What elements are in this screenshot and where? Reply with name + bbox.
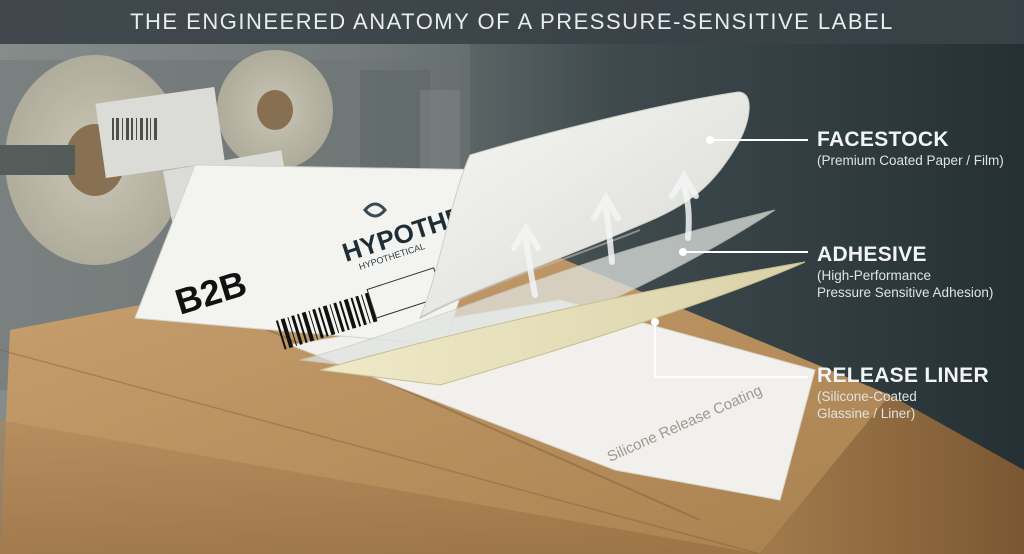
facestock-sheet (418, 91, 750, 320)
arrow-up-icon-2 (591, 192, 621, 265)
callout-adhesive-desc-2: Pressure Sensitive Adhesion) (817, 285, 994, 300)
callout-release-title: RELEASE LINER (817, 364, 989, 387)
arrow-up-icon-1 (511, 222, 541, 298)
callout-adhesive: ADHESIVE (High-Performance Pressure Sens… (817, 243, 993, 301)
dot-release (651, 318, 659, 326)
peel-arrows (511, 170, 699, 298)
dot-adhesive (679, 248, 687, 256)
callout-release-desc-2: Glassine / Liner) (817, 406, 916, 421)
callout-facestock-desc: (Premium Coated Paper / Film) (817, 153, 1004, 168)
brand-logo-icon (363, 202, 387, 218)
page-title: THE ENGINEERED ANATOMY OF A PRESSURE-SEN… (130, 9, 894, 34)
leader-release (654, 322, 808, 378)
callout-adhesive-desc-1: (High-Performance (817, 268, 932, 283)
arrow-up-icon-3 (669, 170, 699, 241)
barcode (275, 292, 378, 350)
callout-release-liner: RELEASE LINER (Silicone-Coated Glassine … (817, 364, 989, 422)
blurred-label-1 (95, 87, 225, 178)
dot-facestock (706, 136, 714, 144)
title-bar: THE ENGINEERED ANATOMY OF A PRESSURE-SEN… (0, 0, 1024, 44)
callout-facestock: FACESTOCK (Premium Coated Paper / Film) (817, 128, 1004, 169)
callout-facestock-title: FACESTOCK (817, 128, 949, 151)
callout-release-desc-1: (Silicone-Coated (817, 389, 917, 404)
leader-lines (651, 136, 808, 378)
callout-adhesive-title: ADHESIVE (817, 243, 927, 266)
